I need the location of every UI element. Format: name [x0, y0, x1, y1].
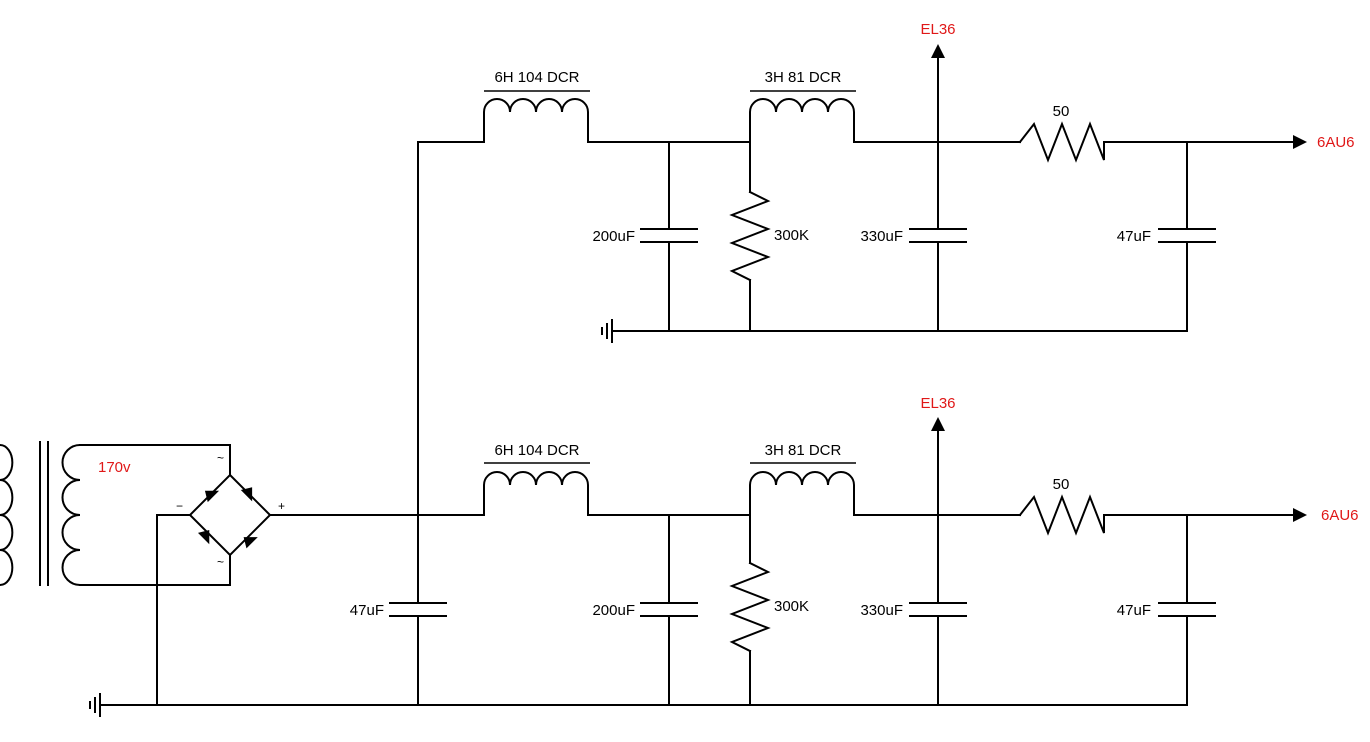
bridge-rectifier: ~ ~ − +: [176, 451, 285, 569]
inductor-icon: [483, 98, 589, 143]
resistor-icon: [729, 561, 771, 653]
bridge-diamond: [188, 473, 272, 557]
capacitor-icon: [1158, 228, 1216, 243]
bottom-cap3-label: 47uF: [1117, 602, 1151, 619]
arrow-icon: [1293, 508, 1307, 522]
bridge-ac-bottom-label: ~: [217, 555, 224, 569]
capacitor-icon: [1158, 602, 1216, 617]
bottom-cap2-label: 330uF: [860, 602, 903, 619]
capacitor-icon: [640, 228, 698, 243]
inductor-icon: [749, 98, 855, 143]
diode-icon: [240, 487, 253, 502]
inductor-icon: [749, 471, 855, 516]
transformer-primary: [0, 443, 14, 587]
ground-icon: [89, 693, 101, 717]
top-bleeder-label: 300K: [774, 227, 809, 244]
bottom-input-cap-label: 47uF: [350, 602, 384, 619]
resistor-icon: [729, 190, 771, 282]
bottom-cap1-label: 200uF: [592, 602, 635, 619]
ground-icon: [601, 319, 613, 343]
bridge-minus-to-ground: [156, 514, 191, 706]
top-out-up-label: EL36: [920, 21, 955, 38]
ac-lead-top: [79, 444, 231, 476]
top-rail-feed: [417, 141, 485, 516]
diode-icon: [204, 490, 220, 503]
arrow-icon: [931, 417, 945, 431]
top-out-right-label: 6AU6: [1317, 134, 1355, 151]
top-choke2-label: 3H 81 DCR: [765, 69, 842, 86]
diode-icon: [243, 537, 258, 549]
bottom-bleeder-label: 300K: [774, 598, 809, 615]
transformer: 170v: [0, 441, 131, 587]
capacitor-icon: [909, 228, 967, 243]
top-cap3-label: 47uF: [1117, 228, 1151, 245]
top-resistor-label: 50: [1053, 103, 1070, 120]
diode-icon: [197, 530, 210, 545]
resistor-icon: [1018, 121, 1105, 163]
top-cap2-label: 330uF: [860, 228, 903, 245]
top-circuit: 6H 104 DCR 3H 81 DCR 50 6AU6 EL36 200uF …: [483, 21, 1355, 343]
secondary-voltage-label: 170v: [98, 459, 131, 476]
bottom-resistor-label: 50: [1053, 476, 1070, 493]
bridge-plus-label: +: [278, 499, 285, 513]
arrow-icon: [1293, 135, 1307, 149]
bottom-circuit: 47uF 6H 104 DCR 3H 81 DCR 50 6AU6 EL36 2…: [89, 395, 1359, 717]
inductor-icon: [483, 471, 589, 516]
top-choke1-label: 6H 104 DCR: [494, 69, 579, 86]
bridge-ac-top-label: ~: [217, 451, 224, 465]
resistor-icon: [1018, 494, 1105, 536]
bottom-choke1-label: 6H 104 DCR: [494, 442, 579, 459]
capacitor-icon: [640, 602, 698, 617]
capacitor-icon: [909, 602, 967, 617]
ac-lead-bottom: [79, 554, 231, 586]
bottom-choke2-label: 3H 81 DCR: [765, 442, 842, 459]
transformer-secondary: [61, 443, 82, 587]
arrow-icon: [931, 44, 945, 58]
bottom-out-up-label: EL36: [920, 395, 955, 412]
bridge-minus-label: −: [176, 499, 183, 513]
bottom-out-right-label: 6AU6: [1321, 507, 1359, 524]
top-cap1-label: 200uF: [592, 228, 635, 245]
capacitor-icon: [389, 602, 447, 617]
